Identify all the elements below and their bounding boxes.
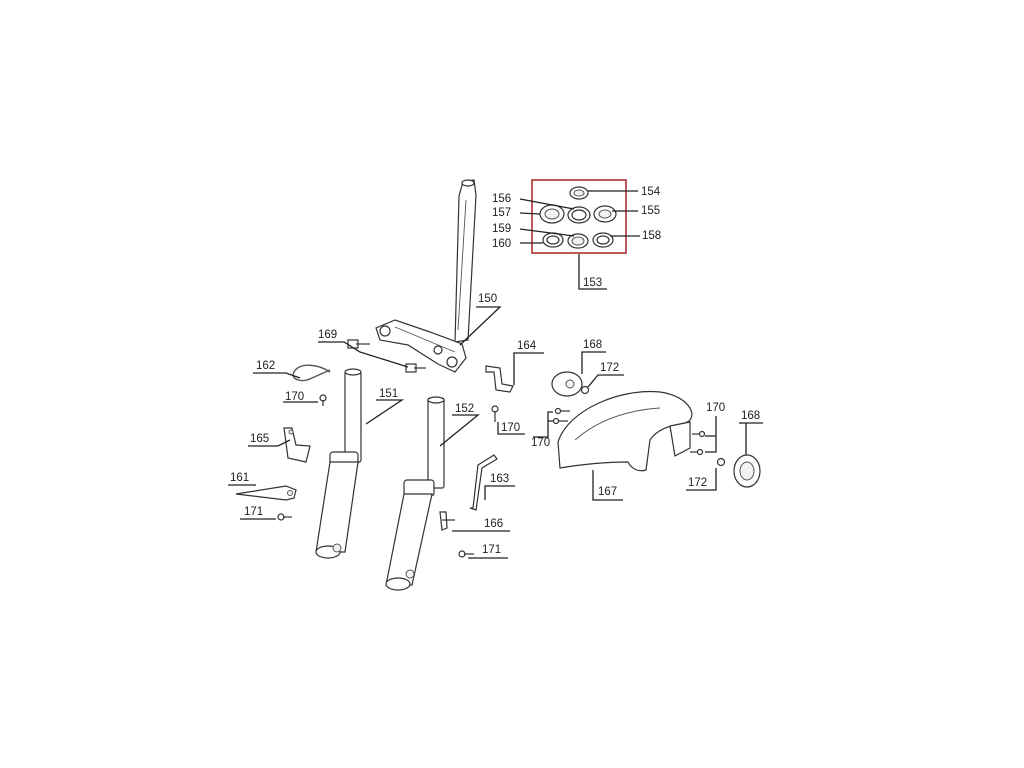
fork-leg-left-part <box>315 368 362 559</box>
steering-stem-part <box>454 179 477 343</box>
callout-172-top: 172 <box>600 362 619 374</box>
callout-170-middle: 170 <box>501 422 520 434</box>
callout-169: 169 <box>318 329 337 341</box>
front-fender-part <box>557 390 693 472</box>
callout-170-left: 170 <box>285 391 304 403</box>
fork-leg-right-part <box>385 396 445 591</box>
callout-155: 155 <box>641 205 660 217</box>
nut-172-bottom-part <box>716 457 726 467</box>
callout-161: 161 <box>230 472 249 484</box>
screws-170-fender-right-part <box>690 430 706 456</box>
callout-151: 151 <box>379 388 398 400</box>
bracket-164-part <box>485 365 514 393</box>
callout-157: 157 <box>492 207 511 219</box>
callout-164: 164 <box>517 340 537 352</box>
callout-158: 158 <box>642 230 661 242</box>
callout-153: 153 <box>583 277 602 289</box>
callout-162: 162 <box>256 360 275 372</box>
leader-lines <box>228 190 763 559</box>
reflector-168-left-part <box>551 371 583 397</box>
callout-156: 156 <box>492 193 511 205</box>
bracket-166-part <box>439 511 455 531</box>
callout-150: 150 <box>478 293 497 305</box>
callout-167: 167 <box>598 486 617 498</box>
callout-170-fender-left: 170 <box>531 437 550 449</box>
callout-171-right: 171 <box>482 544 501 556</box>
hose-clip-162-part <box>292 364 331 382</box>
callout-152: 152 <box>455 403 474 415</box>
callout-154: 154 <box>641 186 661 198</box>
callout-168-left: 168 <box>583 339 602 351</box>
screws-170-fender-left-part <box>552 407 570 425</box>
nut-172-top-part <box>580 385 590 395</box>
screw-171-left-part <box>277 513 292 521</box>
callout-163: 163 <box>490 473 509 485</box>
callout-160: 160 <box>492 238 511 250</box>
hose-guide-163-part <box>469 454 498 511</box>
screw-171-right-part <box>458 550 474 558</box>
screw-170-middle-part <box>491 405 499 422</box>
bearing-kit-box <box>531 179 627 254</box>
callout-165: 165 <box>250 433 269 445</box>
guide-161-part <box>235 485 297 501</box>
callout-170-fender-right: 170 <box>706 402 725 414</box>
callout-166: 166 <box>484 518 503 530</box>
bearing-kit-parts <box>539 186 617 249</box>
callout-172-bottom: 172 <box>688 477 707 489</box>
bracket-165-part <box>283 427 311 463</box>
reflector-168-right-part <box>733 454 761 488</box>
callout-171-left: 171 <box>244 506 263 518</box>
screw-170-left-part <box>319 394 327 406</box>
callout-168-right: 168 <box>741 410 760 422</box>
callout-159: 159 <box>492 223 511 235</box>
lower-triple-clamp-part <box>375 319 467 373</box>
